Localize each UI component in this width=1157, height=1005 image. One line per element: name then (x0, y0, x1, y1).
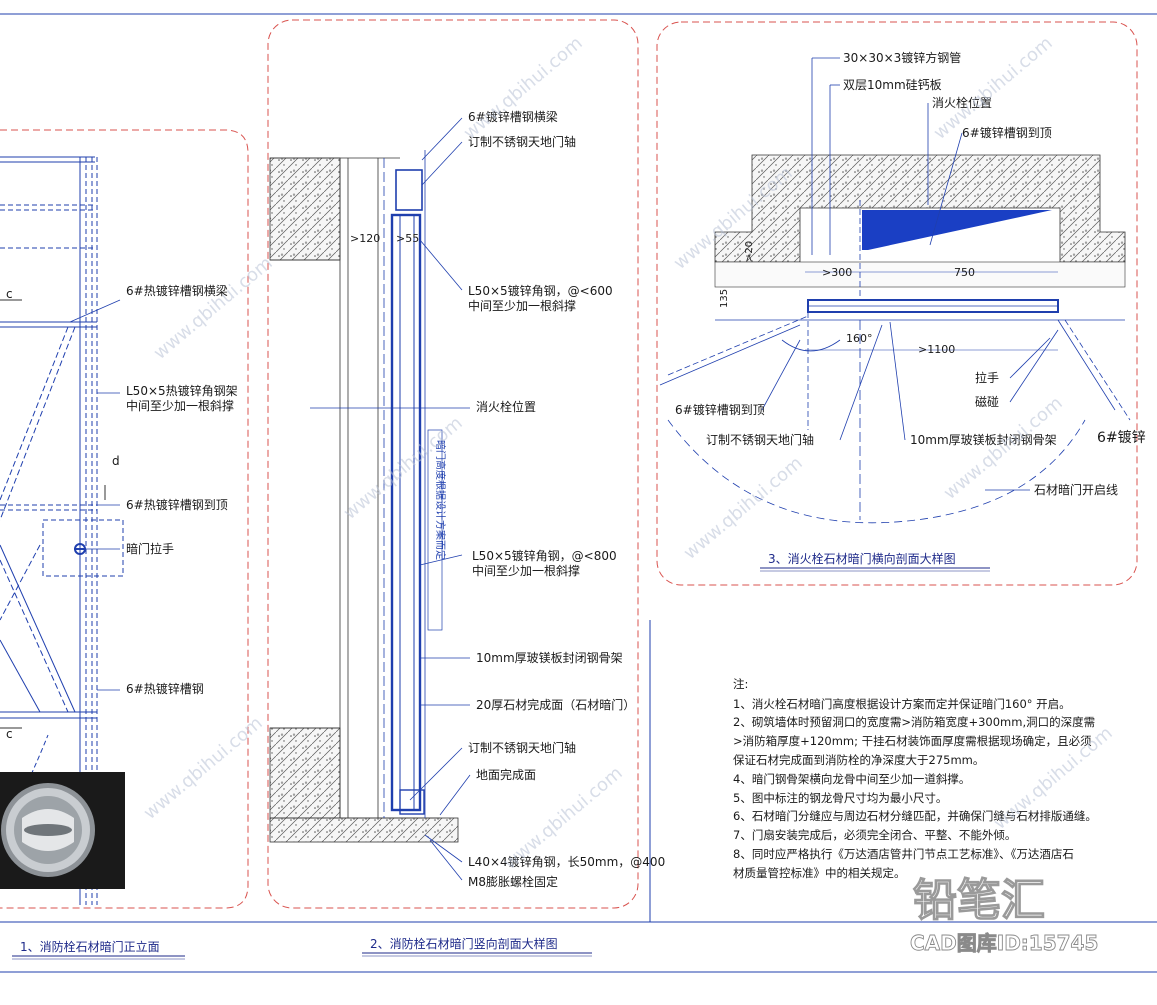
p2-vertical-note: 暗门高度根据设计方案而定 (434, 440, 447, 560)
p3-label-3: 6#镀锌槽钢到顶 (962, 126, 1052, 140)
p3-dim-4: 160° (846, 332, 873, 345)
p1-label-4: 暗门拉手 (126, 541, 174, 556)
panel-2-dashed-frame (267, 19, 639, 909)
p3-label-9: 石材暗门开启线 (1034, 482, 1118, 497)
p2-dim-1: >55 (396, 232, 419, 245)
notes-heading: 注: (733, 677, 748, 691)
p2-label-9: 订制不锈钢天地门轴 (468, 740, 576, 755)
p3-label-10: 6#镀锌 (1097, 429, 1146, 446)
brand-logo-text: 铅笔汇 (913, 875, 1045, 926)
p2-label-11: L40×4镀锌角钢，长50mm，@400 (468, 855, 665, 869)
p3-dim-2: >20 (744, 241, 755, 262)
brand-logo: 铅笔汇 CAD图库ID:15745 (910, 874, 1099, 955)
p2-label-2: L50×5镀锌角钢，@<600 (468, 284, 613, 298)
p1-mark-1: c (6, 727, 13, 741)
notes-line-8: 8、同时应严格执行《万达酒店管井门节点工艺标准》、《万达酒店石 (733, 847, 1074, 861)
watermark-text: www.qbihui.com (680, 453, 807, 564)
panel-3-title: 3、消火栓石材暗门横向剖面大样图 (768, 551, 956, 566)
sheet-frame (0, 13, 1157, 973)
watermark-text: www.qbihui.com (340, 413, 467, 524)
door-handle-photo (0, 772, 125, 889)
p1-label-5: 6#热镀锌槽钢 (126, 682, 204, 696)
notes-line-9: 材质量管控标准》中的相关规定。 (733, 866, 906, 880)
notes-line-0: 1、消火栓石材暗门高度根据设计方案而定并保证暗门160° 开启。 (733, 697, 1071, 711)
p3-label-8: 磁碰 (975, 394, 999, 409)
panel-1-title: 1、消防栓石材暗门正立面 (20, 939, 160, 954)
p3-label-6: 10mm厚玻镁板封闭钢骨架 (910, 433, 1057, 447)
p2-label-12: M8膨胀螺栓固定 (468, 874, 558, 889)
p1-mark-2: d (112, 454, 120, 468)
p2-label-5: L50×5镀锌角钢，@<800 (472, 549, 617, 563)
p3-dim-0: >300 (822, 266, 852, 279)
p2-label-6: 中间至少加一根斜撑 (472, 563, 580, 578)
watermark-text: www.qbihui.com (460, 33, 587, 144)
notes-line-4: 4、暗门钢骨架横向龙骨中间至少加一道斜撑。 (733, 772, 970, 786)
notes-block: 注: 1、消火栓石材暗门高度根据设计方案而定并保证暗门160° 开启。 2、砌筑… (733, 677, 1097, 880)
p1-label-2: 中间至少加一根斜撑 (126, 398, 234, 413)
notes-line-7: 7、门扇安装完成后，必须完全闭合、平整、不能外倾。 (733, 828, 1016, 842)
notes-line-5: 5、图中标注的钢龙骨尺寸均为最小尺寸。 (733, 791, 947, 805)
p3-label-5: 订制不锈钢天地门轴 (706, 432, 814, 447)
p2-label-8: 20厚石材完成面（石材暗门） (476, 697, 635, 712)
p1-label-1: L50×5热镀锌角钢架 (126, 384, 238, 398)
panel-3-dashed-frame (656, 21, 1138, 586)
p2-label-3: 中间至少加一根斜撑 (468, 298, 576, 313)
p3-label-4: 6#镀锌槽钢到顶 (675, 403, 765, 417)
notes-line-1: 2、砌筑墙体时预留洞口的宽度需>消防箱宽度+300mm,洞口的深度需 (733, 715, 1095, 729)
p1-label-0: 6#热镀锌槽钢横梁 (126, 283, 228, 298)
p1-mark-0: c (6, 287, 13, 301)
p1-label-3: 6#热镀锌槽钢到顶 (126, 498, 228, 512)
panel-1-dashed-frame (0, 129, 249, 909)
p3-label-2: 消火栓位置 (932, 95, 992, 110)
panel-1-elevation: 6#热镀锌槽钢横梁 L50×5热镀锌角钢架 中间至少加一根斜撑 6#热镀锌槽钢到… (0, 129, 249, 960)
p3-label-1: 双层10mm硅钙板 (843, 78, 942, 92)
p2-label-1: 订制不锈钢天地门轴 (468, 134, 576, 149)
notes-line-3: 保证石材完成面到消防栓的净深度大于275mm。 (733, 753, 984, 767)
p2-label-0: 6#镀锌槽钢横梁 (468, 109, 558, 124)
panel-3-horizontal-section: 30×30×3镀锌方钢管 双层10mm硅钙板 消火栓位置 6#镀锌槽钢到顶 6#… (656, 21, 1146, 586)
p3-dim-1: 750 (954, 266, 975, 279)
notes-line-2: >消防箱厚度+120mm; 干挂石材装饰面厚度需根据现场确定，且必须 (733, 734, 1092, 748)
p2-label-7: 10mm厚玻镁板封闭钢骨架 (476, 651, 623, 665)
p3-label-7: 拉手 (975, 370, 999, 385)
panel-2-vertical-section: 暗门高度根据设计方案而定 6#镀锌槽钢横梁 订制不锈钢天地门轴 L50×5镀锌角… (267, 19, 665, 957)
p3-dim-5: >1100 (918, 343, 955, 356)
p2-dim-0: >120 (350, 232, 380, 245)
p3-dim-3: 135 (719, 289, 730, 308)
p2-label-4: 消火栓位置 (476, 399, 536, 414)
cad-id-text: CAD图库ID:15745 (910, 931, 1098, 955)
notes-line-6: 6、石材暗门分缝应与周边石材分缝匹配，并确保门缝与石材排版通缝。 (733, 809, 1097, 823)
p2-label-10: 地面完成面 (476, 767, 536, 782)
p3-label-0: 30×30×3镀锌方钢管 (843, 50, 961, 65)
watermark-text: www.qbihui.com (150, 253, 277, 364)
panel-2-title: 2、消防栓石材暗门竖向剖面大样图 (370, 936, 558, 951)
